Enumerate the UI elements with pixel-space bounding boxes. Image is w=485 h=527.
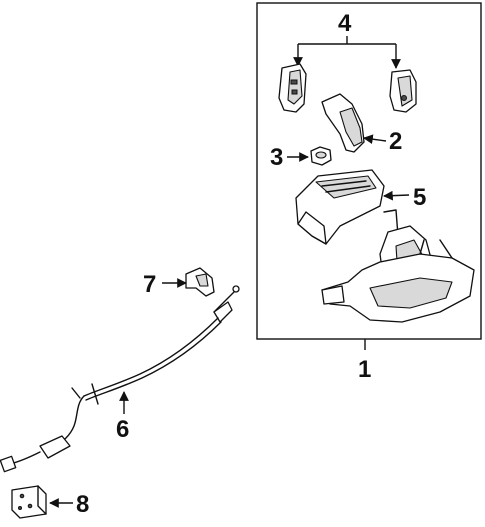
assembly-frame — [256, 2, 482, 340]
leader-2 — [363, 134, 387, 145]
leader-4 — [293, 36, 401, 69]
shift-knob-trim-left — [278, 63, 307, 113]
cable-bracket — [185, 267, 215, 297]
callout-1: 1 — [358, 356, 371, 383]
callout-4: 4 — [338, 10, 352, 37]
callout-5: 5 — [413, 184, 426, 211]
callout-8: 8 — [76, 491, 89, 518]
shift-cable — [0, 285, 240, 473]
shift-indicator-bezel — [295, 169, 385, 245]
callout-3: 3 — [270, 144, 283, 171]
leader-5 — [383, 190, 410, 201]
cable-mounting-bracket — [11, 485, 47, 519]
callout-6: 6 — [116, 416, 129, 443]
shift-knob-trim-right — [389, 69, 417, 113]
shift-knob — [321, 93, 365, 153]
callout-7: 7 — [143, 271, 156, 298]
shifter-base-assembly — [321, 209, 475, 323]
nut — [310, 146, 332, 166]
callout-2: 2 — [389, 128, 402, 155]
